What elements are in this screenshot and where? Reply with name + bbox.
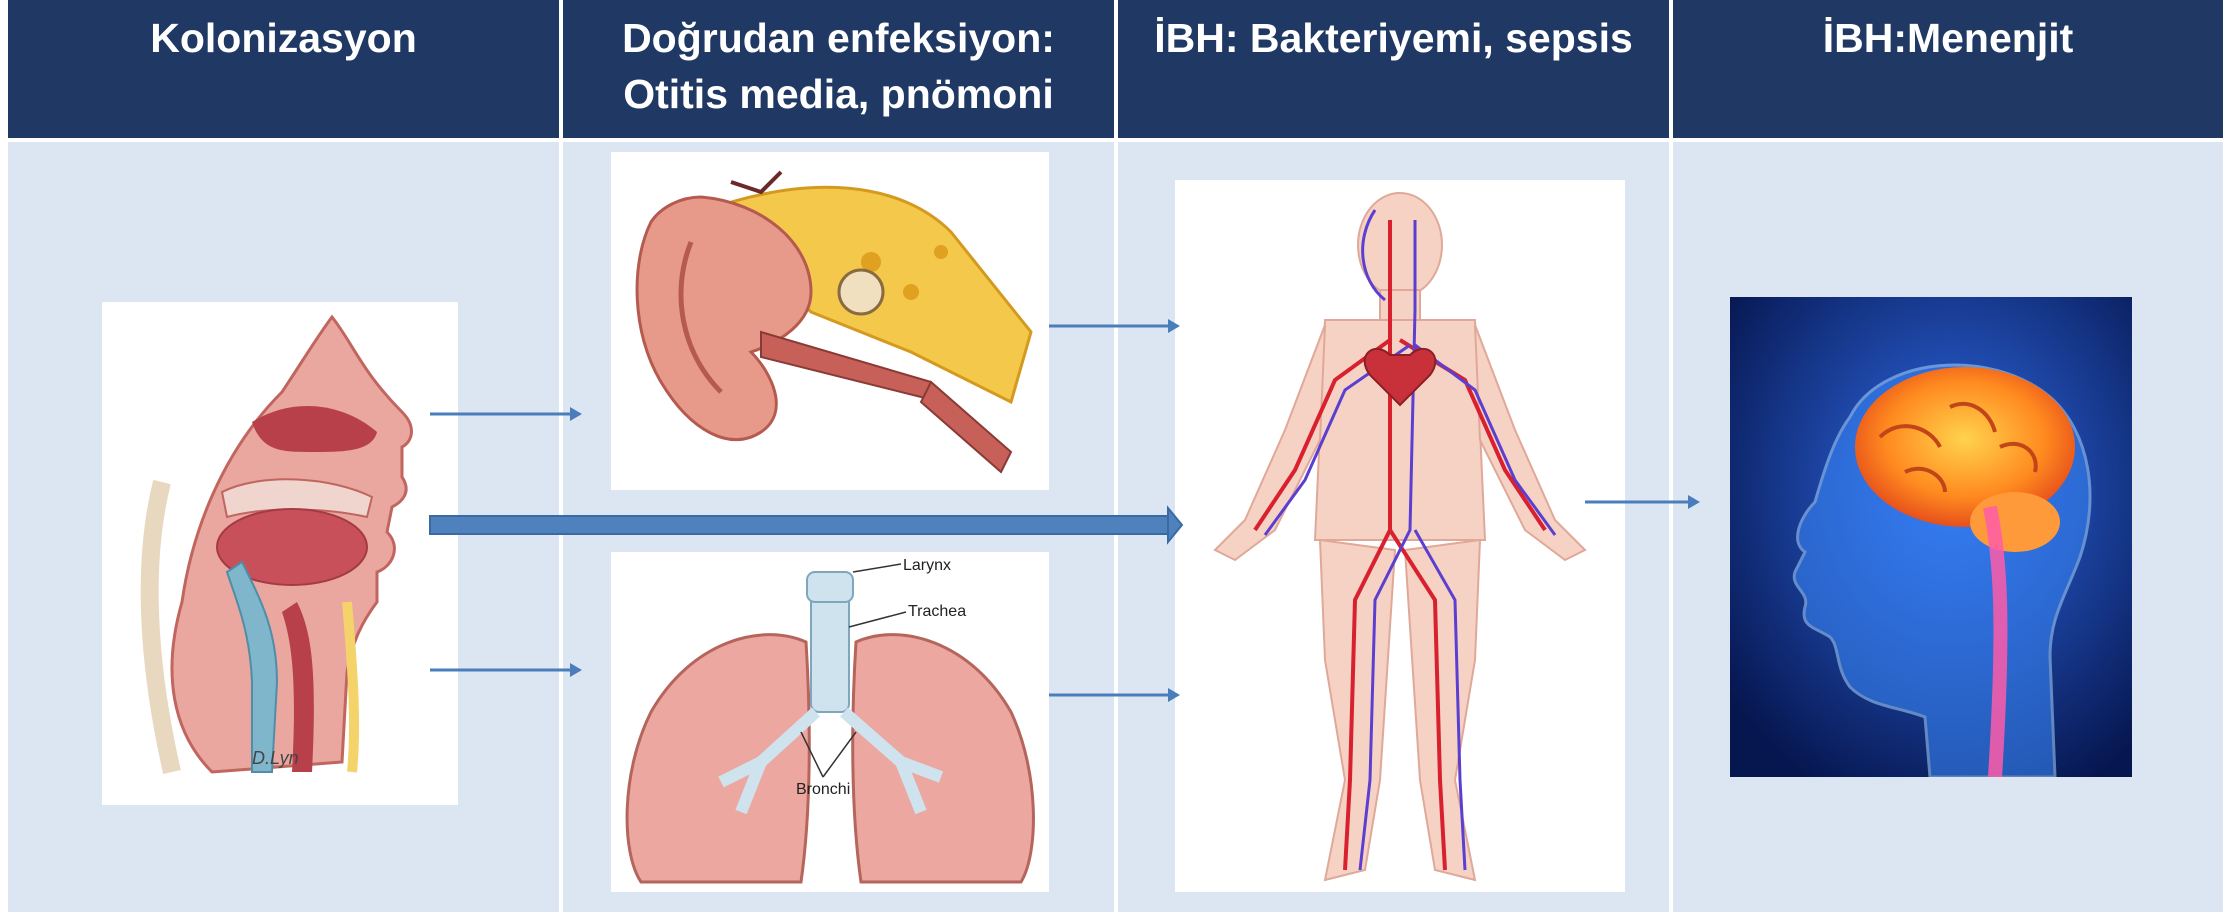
arrow-colonization-to-bloodstream <box>430 508 1182 542</box>
arrow-bloodstream-to-meningitis <box>1585 495 1700 509</box>
arrow-ear-to-bloodstream <box>1049 319 1180 333</box>
arrow-lungs-to-bloodstream <box>1049 688 1180 702</box>
arrow-colonization-to-ear <box>430 407 582 421</box>
arrow-colonization-to-lungs <box>430 663 582 677</box>
